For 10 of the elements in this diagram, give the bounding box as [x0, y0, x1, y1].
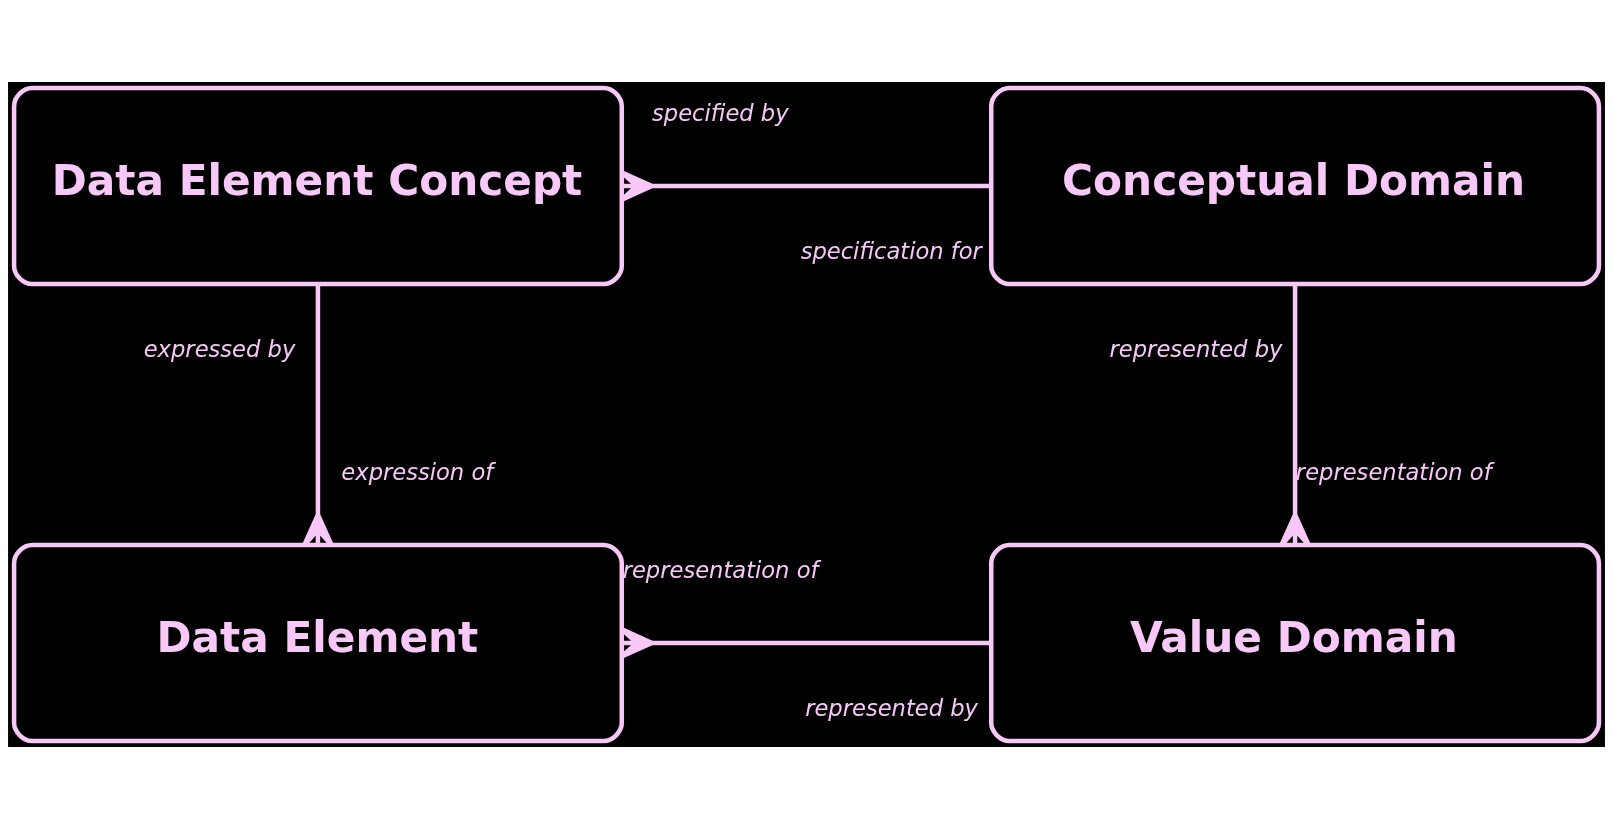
- label: expressed by: [143, 335, 296, 362]
- node-box: Conceptual Domain: [988, 85, 1602, 286]
- label: represented by: [805, 694, 978, 721]
- label: represented by: [1109, 335, 1283, 362]
- label: expression of: [341, 458, 494, 485]
- label: specification for: [800, 237, 982, 264]
- node-box: Data Element Concept: [11, 85, 625, 286]
- node-box: Data Element: [11, 542, 625, 743]
- label: specified by: [652, 99, 789, 126]
- node-box: Value Domain: [988, 542, 1602, 743]
